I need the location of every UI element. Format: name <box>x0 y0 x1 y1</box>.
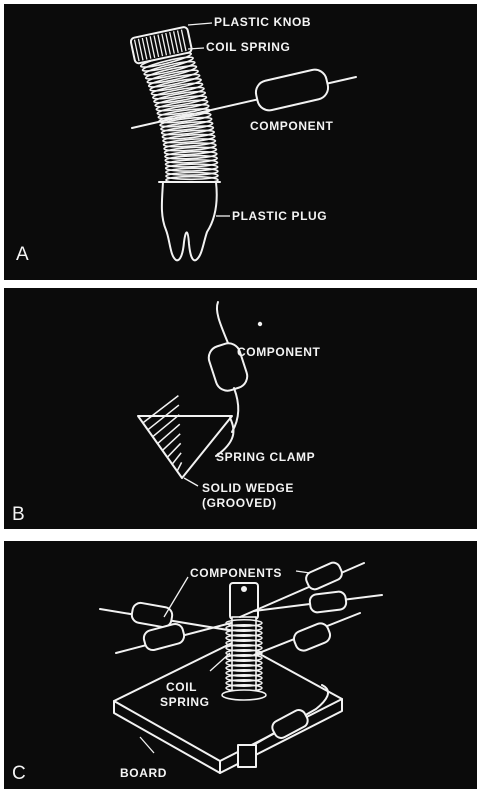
plastic-plug <box>162 182 217 260</box>
leader-board <box>140 737 154 753</box>
leader-solid-wedge <box>184 478 198 486</box>
component-body <box>254 67 331 112</box>
component-1 <box>131 602 174 629</box>
panel-letter-a: A <box>16 244 29 266</box>
panel-a: PLASTIC KNOB COIL SPRING COMPONENT PLAST… <box>4 4 477 280</box>
panel-letter-b: B <box>12 504 25 526</box>
leader-components-1 <box>296 571 310 573</box>
panel-letter-c: C <box>12 763 26 785</box>
panel-c: COMPONENTS COIL SPRING BOARD C <box>4 541 477 789</box>
component-5 <box>292 621 333 653</box>
label-coil-spring-line1: COIL <box>166 681 197 694</box>
solid-wedge <box>138 416 232 478</box>
label-coil-spring: COIL SPRING <box>206 41 290 54</box>
label-component: COMPONENT <box>250 120 333 133</box>
leader-components-2 <box>164 577 188 617</box>
label-coil-spring-line2: SPRING <box>160 696 210 709</box>
label-components: COMPONENTS <box>190 567 282 580</box>
leader-plastic-knob <box>188 23 212 25</box>
label-spring-clamp: SPRING CLAMP <box>216 451 315 464</box>
component-lead-top <box>217 302 230 348</box>
component-4 <box>309 591 347 613</box>
label-board: BOARD <box>120 767 167 780</box>
label-component: COMPONENT <box>237 346 320 359</box>
panel-b: COMPONENT SPRING CLAMP SOLID WEDGE (GROO… <box>4 288 477 529</box>
label-solid-wedge-line2: (GROOVED) <box>202 497 277 510</box>
component-2 <box>142 622 186 652</box>
component-3 <box>304 560 344 591</box>
label-plastic-knob: PLASTIC KNOB <box>214 16 311 29</box>
component-7 <box>238 745 256 767</box>
label-plastic-plug: PLASTIC PLUG <box>232 210 327 223</box>
label-solid-wedge-line1: SOLID WEDGE <box>202 482 294 495</box>
